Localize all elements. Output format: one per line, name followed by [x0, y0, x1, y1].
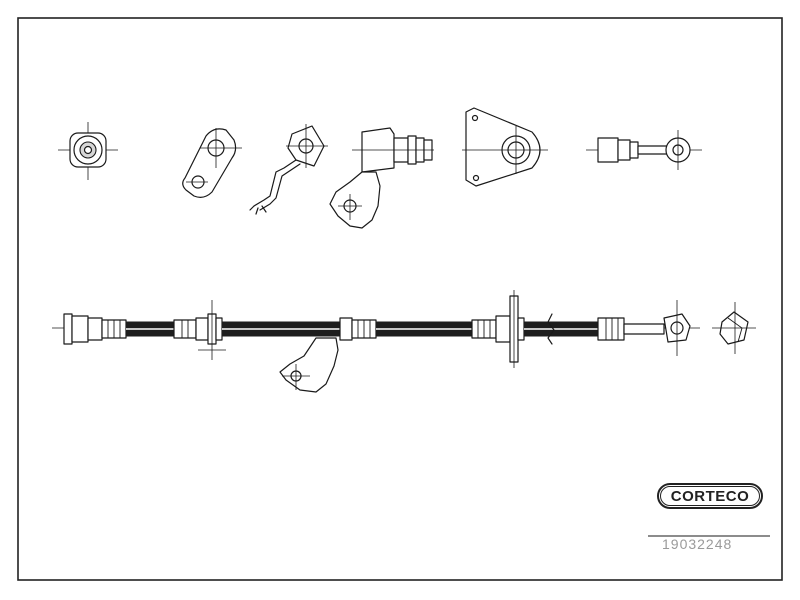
detail-elbow-fitting — [329, 127, 434, 229]
main-hose-assembly — [52, 290, 756, 393]
detail-clip-bracket — [249, 124, 328, 215]
detail-triangular-flange — [462, 107, 548, 187]
hose-center-bracket — [279, 337, 339, 393]
brand-logo-text: CORTECO — [670, 487, 750, 505]
corteco-logo: CORTECO — [657, 483, 763, 509]
detail-bracket-plate — [182, 128, 242, 198]
detail-banjo-end-view — [58, 122, 118, 180]
drawing-frame — [17, 17, 783, 581]
detail-fitting-banjo-eye — [586, 130, 702, 170]
hose-end-fitting-left — [63, 313, 73, 345]
part-number: 19032248 — [662, 536, 733, 552]
